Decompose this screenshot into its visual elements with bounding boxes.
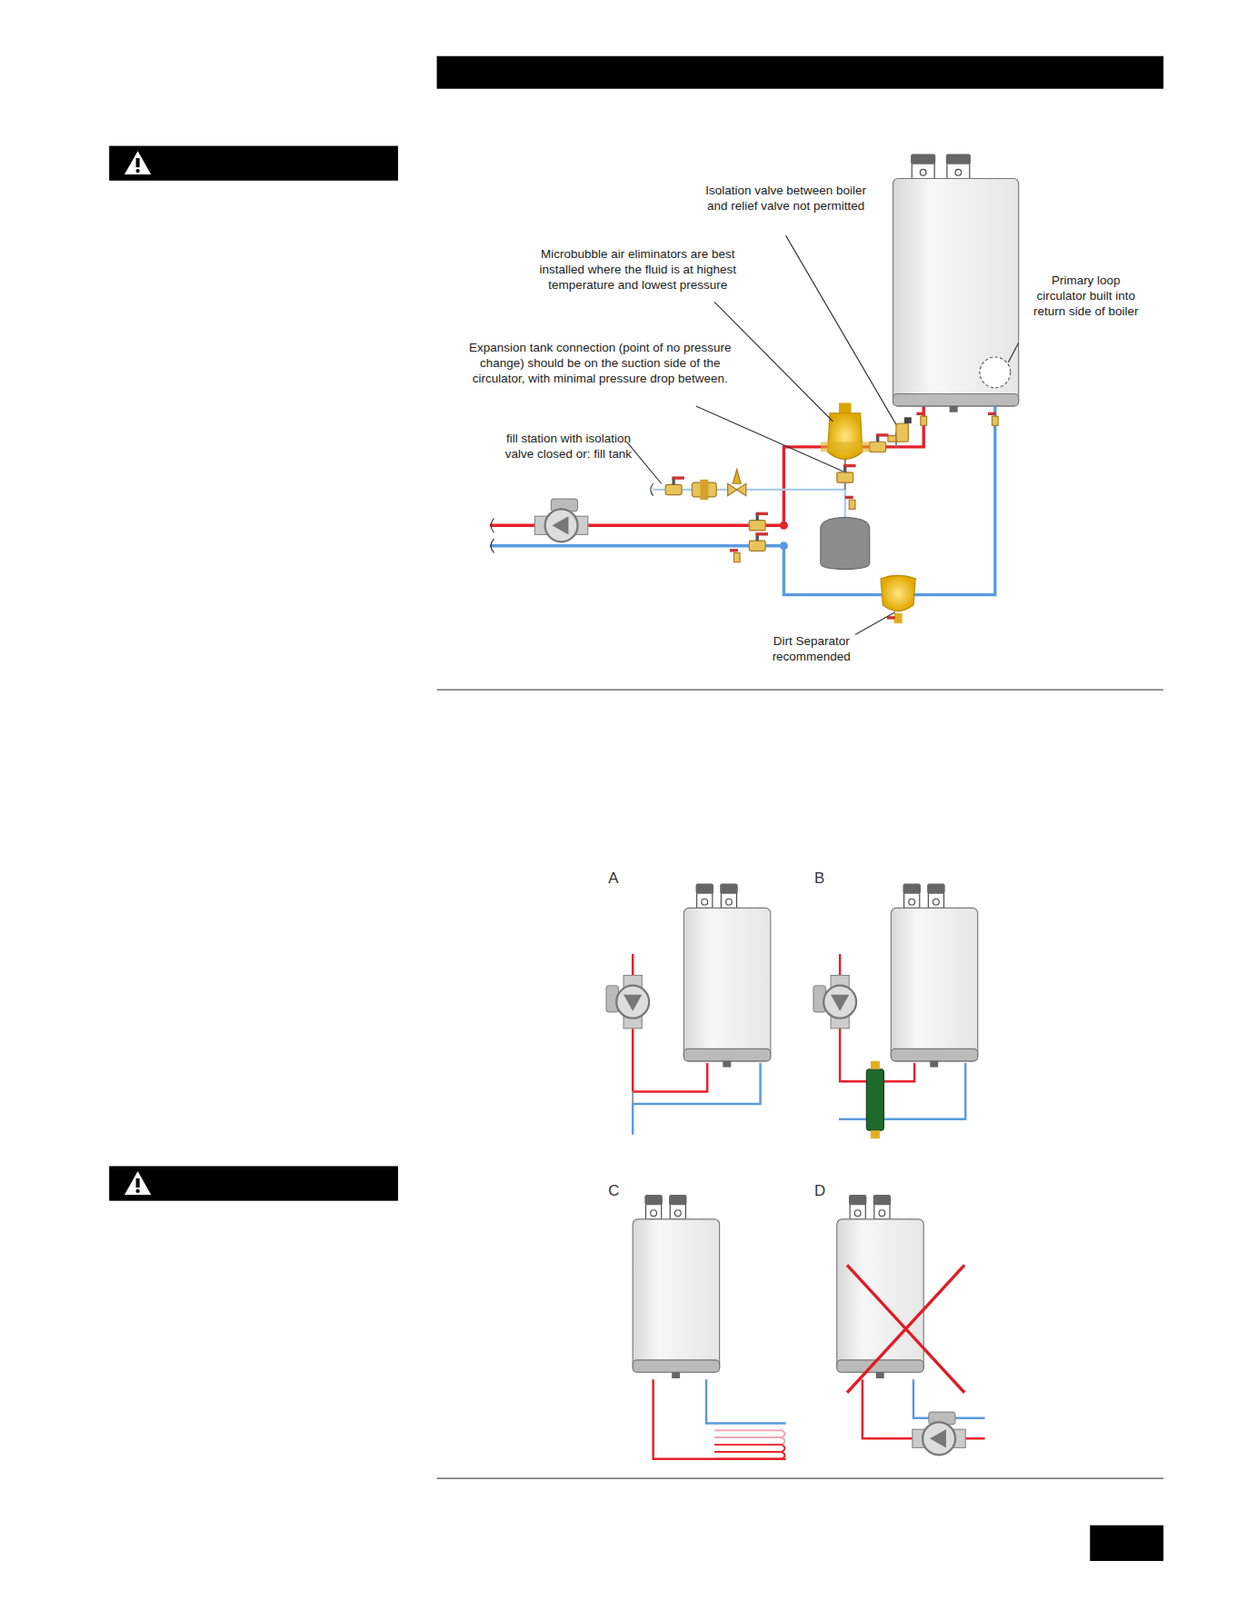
- drain-valve: [916, 412, 927, 427]
- pipe: [489, 406, 924, 526]
- hydraulic-separator: [866, 1061, 884, 1139]
- figure-letter: D: [814, 1181, 846, 1199]
- warning-icon: [124, 1171, 151, 1196]
- header-bar: [437, 56, 1165, 90]
- callout-text: Primary loop circulator built into retur…: [1028, 273, 1144, 320]
- warning-bar: [109, 1166, 399, 1201]
- pipe: [882, 1063, 966, 1120]
- pipe: [653, 489, 846, 521]
- rule: [437, 1478, 1165, 1480]
- pipe: [632, 1063, 708, 1092]
- callout-text: Isolation valve between boiler and relie…: [704, 183, 868, 215]
- circulator-pump: [813, 975, 857, 1028]
- pipe: [838, 1118, 868, 1121]
- radiant-loop: [714, 1452, 785, 1460]
- warning-icon: [124, 150, 151, 175]
- pipe: [653, 1379, 787, 1460]
- tee: [779, 521, 789, 530]
- ball-valve: [748, 512, 769, 531]
- ball-valve: [665, 476, 685, 495]
- built-in-circulator: [979, 357, 1011, 389]
- leader-line: [855, 612, 896, 636]
- prohibited-cross: [847, 1265, 965, 1393]
- leader-line: [786, 235, 897, 425]
- boiler: [632, 1195, 719, 1379]
- radiant-loop: [714, 1437, 785, 1446]
- leader-line: [714, 301, 833, 421]
- pipe: [489, 406, 996, 596]
- leader-line: [696, 406, 844, 472]
- figure-letter: C: [608, 1181, 639, 1199]
- figure-letter: A: [608, 869, 639, 888]
- pipe: [631, 1092, 634, 1105]
- drain-valve: [729, 548, 740, 563]
- ball-valve: [748, 532, 769, 551]
- drain-valve: [987, 412, 998, 427]
- backflow-preventer: [691, 479, 717, 500]
- pipe: [882, 1063, 915, 1082]
- air-eliminator: [820, 403, 870, 460]
- callout-text: Expansion tank connection (point of no p…: [457, 340, 743, 388]
- dirt-separator: [880, 575, 916, 624]
- warning-bar: [109, 146, 399, 181]
- callout-text: fill station with isolation valve closed…: [491, 431, 645, 463]
- pipe: [632, 1063, 760, 1136]
- circulator-pump: [912, 1412, 966, 1456]
- leader-line: [1007, 342, 1018, 362]
- rule: [437, 689, 1165, 691]
- boiler: [893, 154, 1019, 413]
- circulator-pump: [534, 498, 588, 542]
- pressure-reducing-valve: [728, 469, 747, 497]
- page-number-box: [1089, 1526, 1164, 1562]
- figure-letter: B: [814, 869, 846, 888]
- circulator-pump: [606, 975, 649, 1028]
- relief-valve: [887, 417, 912, 442]
- radiant-loop: [714, 1430, 785, 1438]
- leader-line: [626, 441, 661, 484]
- radiant-loop: [714, 1445, 785, 1453]
- boiler: [837, 1195, 924, 1379]
- pipe: [706, 1379, 787, 1424]
- pipe-break: [490, 518, 494, 553]
- ball-valve: [837, 464, 857, 483]
- callout-text: Microbubble air eliminators are best ins…: [520, 247, 756, 294]
- boiler: [890, 883, 978, 1068]
- callout-text: Dirt Separator recommended: [755, 633, 868, 665]
- tee: [779, 541, 789, 550]
- boiler: [683, 883, 770, 1068]
- pipe-break: [650, 483, 654, 496]
- expansion-tank: [820, 517, 870, 569]
- drain-valve: [845, 496, 856, 510]
- ball-valve: [869, 433, 889, 452]
